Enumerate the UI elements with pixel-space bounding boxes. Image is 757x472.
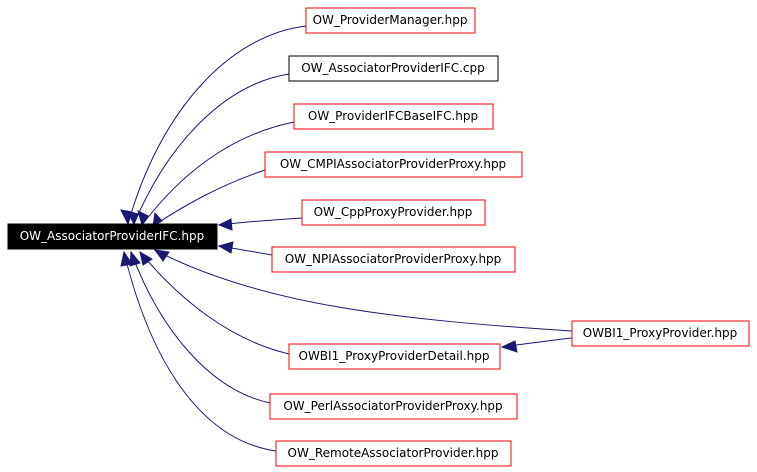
edge-perl-proxy-to-root <box>129 250 271 404</box>
node-root[interactable]: OW_AssociatorProviderIFC.hpp <box>7 223 218 250</box>
node-associatorprovideridc-cpp[interactable]: OW_AssociatorProviderIFC.cpp <box>288 55 499 82</box>
edge-remoteassociator-to-root <box>120 250 277 452</box>
node-root-label: OW_AssociatorProviderIFC.hpp <box>20 229 205 243</box>
node-label: OW_AssociatorProviderIFC.cpp <box>301 61 485 75</box>
edge-provideridcbaseidc-to-root <box>137 121 295 227</box>
edge-cmpi-proxy-to-root <box>152 169 266 227</box>
node-perl-proxy[interactable]: OW_PerlAssociatorProviderProxy.hpp <box>269 393 518 420</box>
edge-owbi1-proxyprovider-to-root <box>153 249 573 332</box>
node-label: OWBI1_ProxyProvider.hpp <box>583 326 738 340</box>
node-label: OW_ProviderManager.hpp <box>313 13 468 27</box>
edge-npi-proxy-to-root <box>217 241 273 256</box>
node-label: OW_PerlAssociatorProviderProxy.hpp <box>283 399 502 413</box>
node-label: OW_ProviderIFCBaseIFC.hpp <box>308 109 478 123</box>
node-label: OW_NPIAssociatorProviderProxy.hpp <box>285 252 502 266</box>
node-owbi1-detail[interactable]: OWBI1_ProxyProviderDetail.hpp <box>288 343 501 370</box>
graph-edges <box>120 25 573 452</box>
node-label: OW_CMPIAssociatorProviderProxy.hpp <box>280 157 506 171</box>
node-label: OWBI1_ProxyProviderDetail.hpp <box>299 349 490 363</box>
node-label: OW_RemoteAssociatorProvider.hpp <box>288 446 499 460</box>
node-owbi1-proxyprovider[interactable]: OWBI1_ProxyProvider.hpp <box>571 320 750 347</box>
node-provideridcbaseidc[interactable]: OW_ProviderIFCBaseIFC.hpp <box>293 103 494 130</box>
edge-owbi1-proxyprovider-to-detail <box>500 337 573 353</box>
node-cmpi-proxy[interactable]: OW_CMPIAssociatorProviderProxy.hpp <box>264 151 523 178</box>
edge-providermanager-to-root <box>120 25 307 226</box>
edge-owbi1-detail-to-root <box>139 250 290 355</box>
graph-nodes: OW_AssociatorProviderIFC.hpp OW_Provider… <box>7 7 750 467</box>
edge-cppproxyprovider-to-root <box>217 217 303 231</box>
node-label: OW_CppProxyProvider.hpp <box>314 205 473 219</box>
node-npi-proxy[interactable]: OW_NPIAssociatorProviderProxy.hpp <box>271 246 516 273</box>
node-cppproxyprovider[interactable]: OW_CppProxyProvider.hpp <box>301 199 486 226</box>
node-providermanager[interactable]: OW_ProviderManager.hpp <box>305 7 476 34</box>
edge-associatorprovideridc-cpp-to-root <box>126 73 290 226</box>
node-remoteassociator[interactable]: OW_RemoteAssociatorProvider.hpp <box>275 440 512 467</box>
